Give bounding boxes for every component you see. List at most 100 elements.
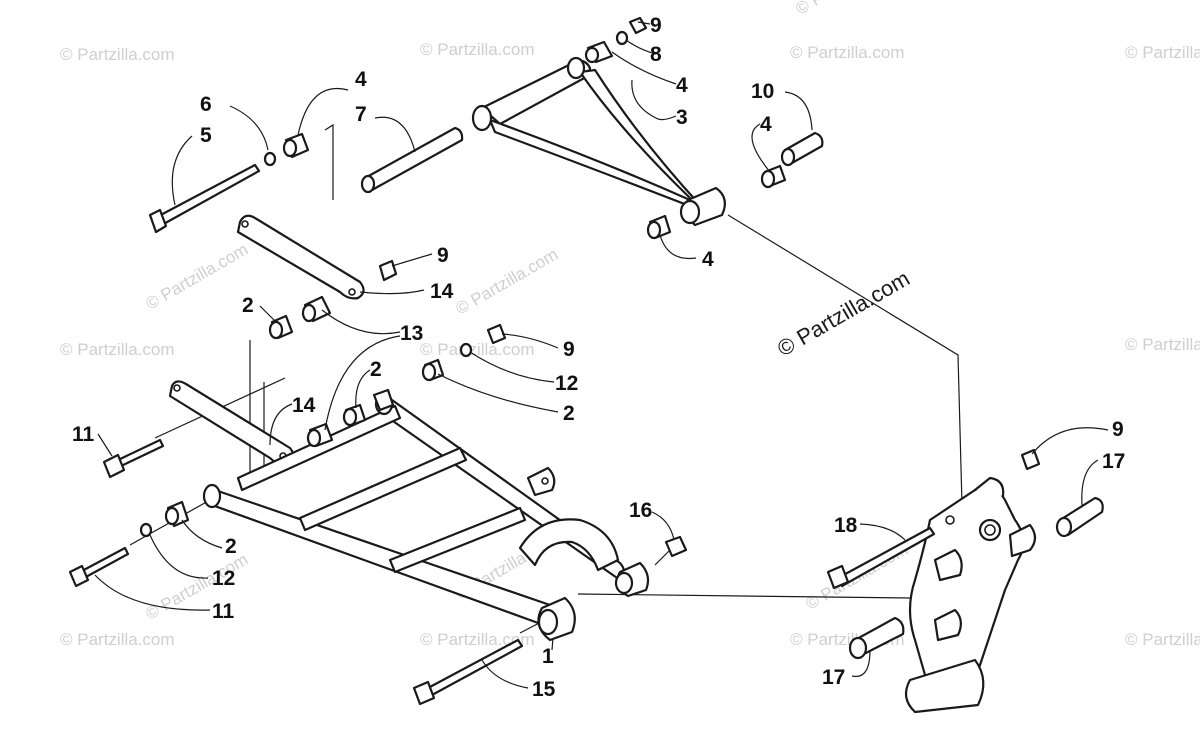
leader-2b bbox=[355, 369, 371, 409]
lower-arm-ball-joint-end bbox=[537, 608, 559, 636]
callout-17: 17 bbox=[1102, 450, 1125, 473]
leader-9d bbox=[1031, 427, 1109, 455]
callout-2: 2 bbox=[563, 402, 575, 425]
callout-7: 7 bbox=[355, 103, 367, 126]
connector-nut-16 bbox=[654, 549, 671, 566]
bushing-2-d-end bbox=[421, 362, 437, 382]
watermark-text: © Partzilla.com bbox=[420, 340, 535, 359]
spindle-hole bbox=[945, 515, 955, 525]
lower-arm-bracket bbox=[526, 466, 556, 497]
callout-1: 1 bbox=[542, 645, 554, 668]
watermark-text: © Partzilla.com bbox=[453, 245, 562, 319]
spindle-assembly bbox=[826, 448, 1104, 714]
leader-7 bbox=[374, 116, 416, 153]
lower-arm-bracket-hole bbox=[541, 477, 549, 485]
callout-5: 5 bbox=[200, 124, 212, 147]
bushing-10-end bbox=[780, 147, 796, 167]
callout-15: 15 bbox=[532, 678, 556, 701]
connector-upper-arm-to-spindle bbox=[727, 214, 963, 506]
lower-arm-crossbar-2 bbox=[298, 446, 468, 532]
nut-16 bbox=[664, 535, 688, 558]
bolt-18-head bbox=[826, 564, 850, 590]
lower-arm-gusset-curve bbox=[518, 518, 620, 572]
callout-17: 17 bbox=[822, 666, 845, 689]
leader-4a bbox=[611, 51, 677, 85]
link-plate-hole bbox=[241, 220, 249, 228]
callout-11: 11 bbox=[212, 600, 235, 623]
bolt-11-upper-head bbox=[102, 453, 126, 479]
leader-4c bbox=[751, 123, 771, 173]
spindle-body bbox=[908, 486, 1025, 692]
callout-4: 4 bbox=[676, 74, 688, 97]
callout-9: 9 bbox=[437, 244, 449, 267]
callout-14: 14 bbox=[292, 394, 316, 417]
upper-arm-bushing-end bbox=[471, 104, 493, 132]
bolt-5-head bbox=[148, 208, 168, 234]
nut-9-link bbox=[378, 259, 398, 282]
bushing-4-top-end bbox=[584, 46, 600, 64]
upper-arm-pivot-end bbox=[566, 56, 586, 80]
leader-14b bbox=[269, 403, 293, 446]
spindle-pocket-1 bbox=[933, 548, 963, 582]
callout-12: 12 bbox=[555, 372, 578, 395]
leader-8 bbox=[625, 39, 657, 55]
leader-9c bbox=[501, 333, 559, 349]
bushing-4-lower-end bbox=[646, 220, 662, 240]
leader-11b bbox=[94, 574, 211, 611]
connector-lines bbox=[129, 123, 963, 634]
bushing-17-lower-end bbox=[848, 636, 868, 660]
washer-8 bbox=[615, 30, 629, 46]
callout-12: 12 bbox=[212, 567, 235, 590]
spindle-ball-joint-boss bbox=[978, 518, 1002, 542]
spindle-pocket-2 bbox=[933, 608, 962, 642]
lower-arm-rear-housing-end bbox=[614, 571, 634, 595]
spindle-side-boss bbox=[1008, 523, 1037, 558]
leader-12b bbox=[149, 534, 209, 579]
nut-9-lower bbox=[486, 323, 507, 345]
bolt-11-lower-head bbox=[68, 564, 90, 588]
callout-10: 10 bbox=[751, 80, 774, 103]
callout-8: 8 bbox=[650, 43, 662, 66]
bolt-11-upper-shaft bbox=[116, 438, 165, 468]
leader-10 bbox=[784, 91, 813, 131]
watermark-text: © Partzilla.com bbox=[420, 40, 535, 59]
leader-2d bbox=[181, 519, 223, 549]
leader-14a bbox=[359, 289, 425, 295]
callout-2: 2 bbox=[370, 358, 382, 381]
washer-12-lower bbox=[139, 522, 153, 538]
lower-arm-front-pivot bbox=[202, 483, 222, 509]
callout-4: 4 bbox=[355, 68, 367, 91]
watermark-text: © Partzilla.com bbox=[60, 45, 175, 64]
leader-9a bbox=[637, 21, 651, 25]
callout-3: 3 bbox=[676, 106, 688, 129]
leader-5 bbox=[171, 135, 193, 206]
callout-16: 16 bbox=[629, 499, 652, 522]
leader-9b bbox=[391, 253, 433, 267]
watermark-text: © Partzilla.com bbox=[790, 43, 905, 62]
bushing-4-left-end bbox=[282, 138, 298, 158]
watermark-text: © Partzilla.com bbox=[793, 0, 902, 18]
leader-4d bbox=[659, 234, 697, 260]
bolt-15-head bbox=[412, 680, 436, 706]
watermark-text: © Partzilla.com bbox=[60, 340, 175, 359]
leader-13a bbox=[321, 309, 401, 335]
leader-6 bbox=[229, 105, 269, 151]
watermark-text: © Partzilla.com bbox=[1125, 43, 1200, 62]
sleeve-7-end bbox=[360, 174, 376, 194]
bushing-2-b-end bbox=[342, 407, 358, 427]
sleeve-7 bbox=[363, 126, 464, 192]
spindle-ball-joint-hole bbox=[984, 524, 996, 536]
bushing-13-lower-end bbox=[306, 428, 322, 448]
connector-bolt-5 bbox=[324, 123, 334, 200]
bushing-17-lower bbox=[853, 616, 905, 657]
leader-1 bbox=[551, 637, 554, 651]
leader-3 bbox=[631, 79, 677, 121]
watermark-text: © Partzilla.com bbox=[1125, 630, 1200, 649]
leader-12a bbox=[469, 351, 555, 383]
callout-11: 11 bbox=[72, 423, 95, 446]
callout-13: 13 bbox=[400, 322, 423, 345]
lower-hardware bbox=[68, 295, 688, 706]
callout-18: 18 bbox=[834, 514, 858, 537]
leader-18 bbox=[859, 523, 906, 541]
